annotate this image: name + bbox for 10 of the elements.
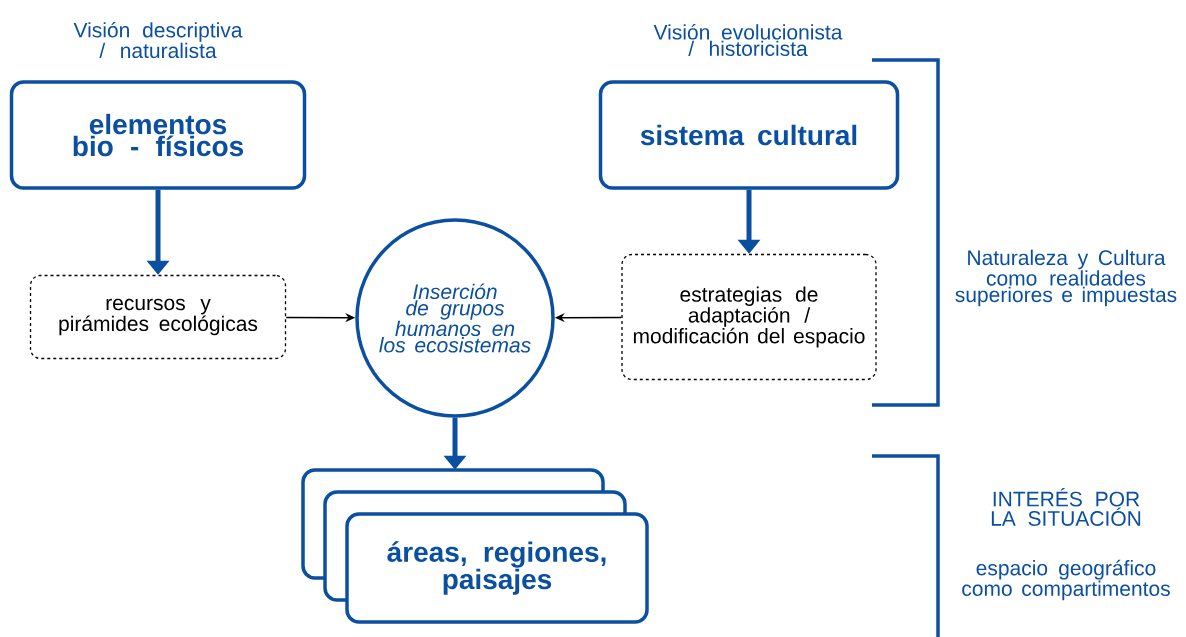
heading-text: Visión descriptiva / naturalista xyxy=(73,21,243,59)
stacked-boxes: áreas, regiones, paisajes xyxy=(301,468,649,624)
heading-text: Visión evolucionista / historicista xyxy=(653,23,843,57)
dashed-box: estrategias de adaptación / modificación del espacio xyxy=(621,253,877,381)
dashed-box: recursos y pirámides ecológicas xyxy=(29,274,287,360)
title-box: sistema cultural xyxy=(598,80,900,190)
title-box: elementos bio - físicos xyxy=(9,80,307,190)
heading-text: espacio geográfico como compartimentos xyxy=(962,559,1170,601)
heading-text: Naturaleza y Cultura como realidades superiores e impuestas xyxy=(955,249,1177,307)
heading-text: INTERÉS POR LA SITUACIÓN xyxy=(991,488,1141,526)
